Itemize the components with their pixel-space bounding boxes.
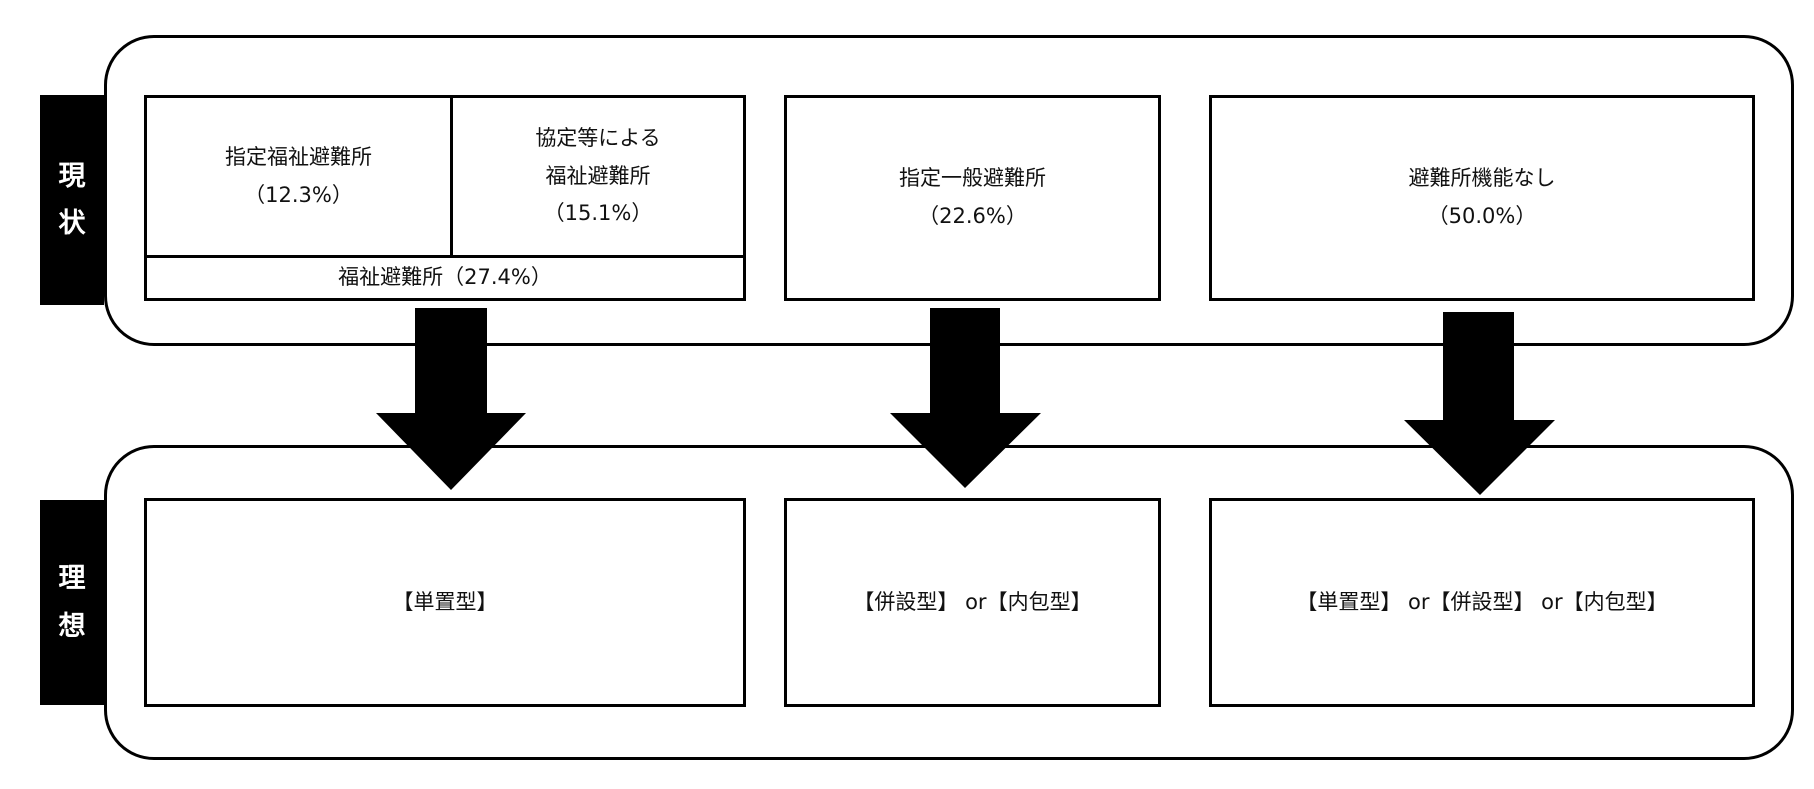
ideal-box-3-text: 【単置型】 or【併設型】 or【内包型】 bbox=[1296, 589, 1668, 614]
designated-welfare-shelter-name: 指定福祉避難所 bbox=[225, 144, 372, 169]
agreement-welfare-line-1: 協定等による bbox=[535, 125, 661, 150]
ideal-label-char-2: 想 bbox=[58, 610, 86, 642]
welfare-shelter-group-box: 指定福祉避難所 （12.3%） 協定等による 福祉避難所 （15.1%） 福祉避… bbox=[144, 95, 746, 301]
ideal-state-label: 理 想 bbox=[40, 500, 104, 705]
agreement-welfare-shelter-cell: 協定等による 福祉避難所 （15.1%） bbox=[453, 98, 743, 255]
current-label-char-1: 現 bbox=[58, 160, 86, 192]
current-state-label: 現 状 bbox=[40, 95, 104, 305]
ideal-box-standalone: 【単置型】 bbox=[144, 498, 746, 707]
designated-welfare-shelter-pct: （12.3%） bbox=[244, 182, 353, 207]
agreement-welfare-line-2: 福祉避難所 bbox=[545, 163, 651, 188]
no-shelter-function-box: 避難所機能なし （50.0%） bbox=[1209, 95, 1755, 301]
no-shelter-function-pct: （50.0%） bbox=[1427, 204, 1537, 228]
ideal-box-1-text: 【単置型】 bbox=[392, 589, 498, 614]
ideal-box-all-types: 【単置型】 or【併設型】 or【内包型】 bbox=[1209, 498, 1755, 707]
ideal-box-2-text: 【併設型】 or【内包型】 bbox=[853, 589, 1092, 614]
ideal-label-char-1: 理 bbox=[58, 563, 86, 595]
current-label-char-2: 状 bbox=[58, 208, 86, 239]
welfare-shelter-total-text: 福祉避難所（27.4%） bbox=[338, 265, 552, 290]
ideal-box-combined-or-included: 【併設型】 or【内包型】 bbox=[784, 498, 1161, 707]
no-shelter-function-name: 避難所機能なし bbox=[1408, 166, 1556, 191]
agreement-welfare-pct: （15.1%） bbox=[543, 201, 653, 226]
designated-welfare-shelter-cell: 指定福祉避難所 （12.3%） bbox=[147, 98, 453, 255]
general-shelter-name: 指定一般避難所 bbox=[899, 166, 1046, 191]
welfare-shelter-total-cell: 福祉避難所（27.4%） bbox=[147, 255, 743, 298]
general-shelter-box: 指定一般避難所 （22.6%） bbox=[784, 95, 1161, 301]
general-shelter-pct: （22.6%） bbox=[918, 204, 1027, 228]
